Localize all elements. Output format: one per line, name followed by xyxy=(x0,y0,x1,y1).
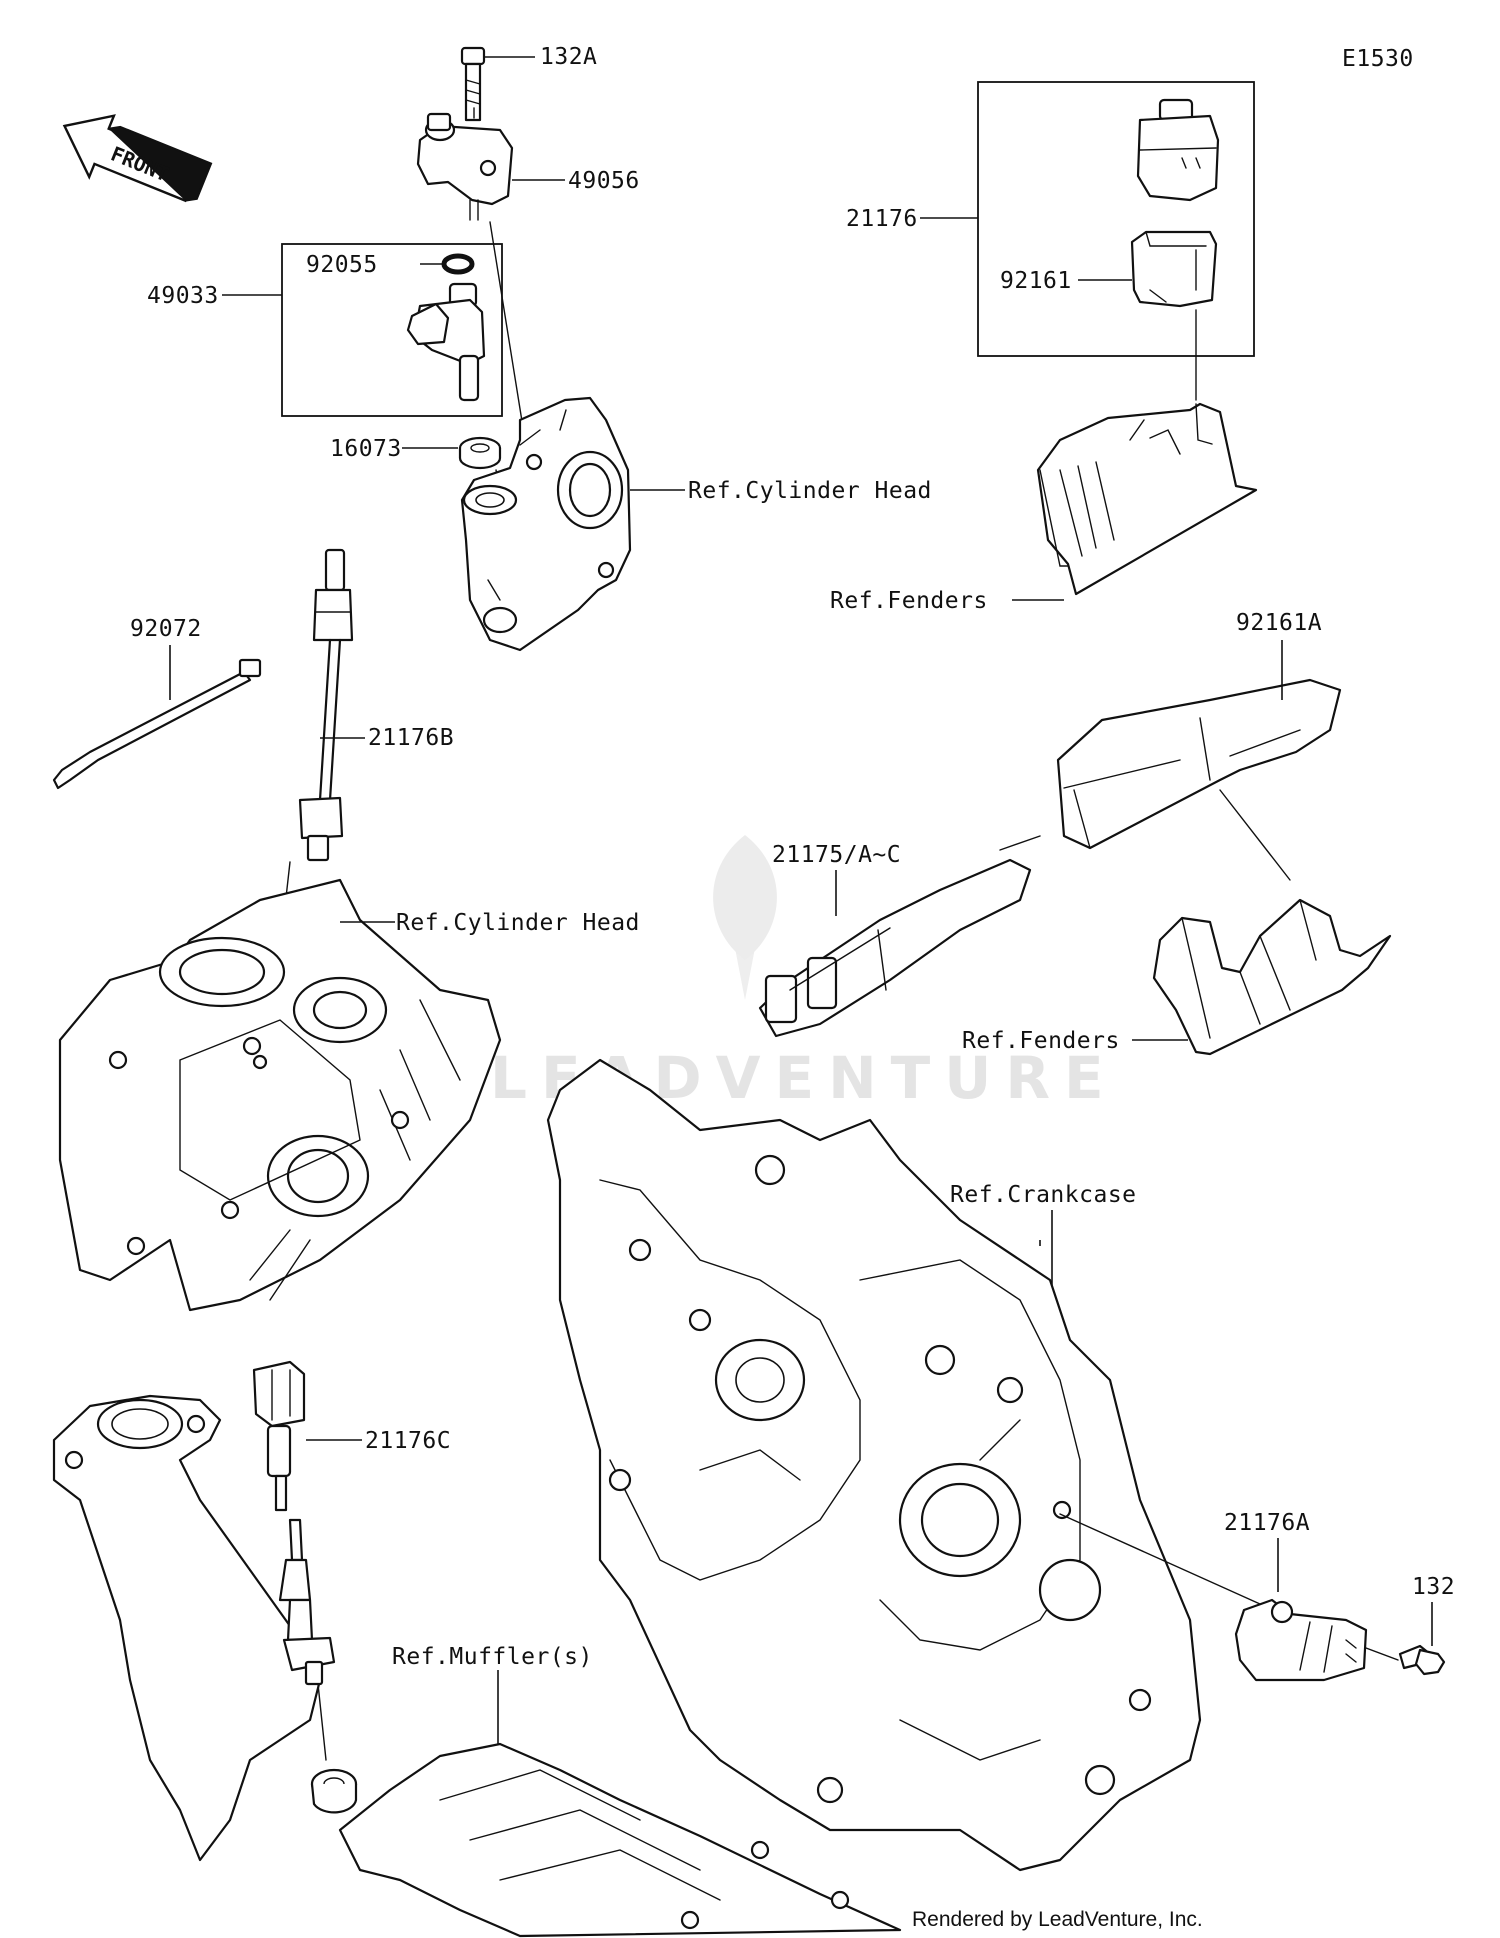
callout-21175: 21175/A~C xyxy=(772,842,901,868)
callout-ref-crankcase: Ref.Crankcase xyxy=(950,1182,1137,1208)
cover-92161 xyxy=(1130,230,1218,308)
fender-bracket-top xyxy=(1036,402,1258,596)
callout-92161: 92161 xyxy=(1000,268,1072,294)
callout-132A: 132A xyxy=(540,44,597,70)
group-box-21176 xyxy=(977,81,1255,357)
muffler xyxy=(338,1742,902,1938)
exhaust-pipe xyxy=(52,1394,322,1862)
sensor-21175 xyxy=(758,858,1032,1038)
sensor-21176 xyxy=(1136,98,1220,202)
callout-132: 132 xyxy=(1412,1574,1455,1600)
bolt-132 xyxy=(1398,1644,1446,1676)
footer-credit: Rendered by LeadVenture, Inc. xyxy=(912,1908,1203,1931)
cable-tie-92072 xyxy=(52,658,262,790)
o-ring-92055 xyxy=(441,253,475,275)
injector-49033 xyxy=(406,282,486,402)
callout-ref-muffler: Ref.Muffler(s) xyxy=(392,1644,593,1670)
fender-bracket-mid xyxy=(1152,898,1392,1056)
callout-21176: 21176 xyxy=(846,206,918,232)
callout-16073: 16073 xyxy=(330,436,402,462)
crankcase xyxy=(546,1058,1202,1872)
sensor-21176C xyxy=(252,1360,336,1686)
exhaust-boss xyxy=(310,1768,358,1814)
callout-92055: 92055 xyxy=(306,252,378,278)
cylinder-head xyxy=(58,878,502,1312)
sensor-21176A xyxy=(1234,1598,1368,1682)
callout-21176B: 21176B xyxy=(368,725,454,751)
group-box-49033 xyxy=(281,243,503,417)
front-arrow: FRONT xyxy=(62,114,213,203)
callout-ref-cylinder-head-top: Ref.Cylinder Head xyxy=(688,478,932,504)
callout-ref-fenders-mid: Ref.Fenders xyxy=(962,1028,1120,1054)
callout-ref-cylinder-head-mid: Ref.Cylinder Head xyxy=(396,910,640,936)
callout-92072: 92072 xyxy=(130,616,202,642)
cover-92161A xyxy=(1056,678,1342,850)
diagram-code: E1530 xyxy=(1342,46,1414,72)
sensor-49056 xyxy=(416,112,514,221)
callout-49056: 49056 xyxy=(568,168,640,194)
callout-ref-fenders-top: Ref.Fenders xyxy=(830,588,988,614)
seal-16073 xyxy=(458,436,502,470)
sensor-21176B xyxy=(298,548,354,862)
callout-21176C: 21176C xyxy=(365,1428,451,1454)
callout-92161A: 92161A xyxy=(1236,610,1322,636)
bolt-132A xyxy=(460,46,486,122)
callout-49033: 49033 xyxy=(147,283,219,309)
throttle-body xyxy=(460,396,632,652)
callout-21176A: 21176A xyxy=(1224,1510,1310,1536)
